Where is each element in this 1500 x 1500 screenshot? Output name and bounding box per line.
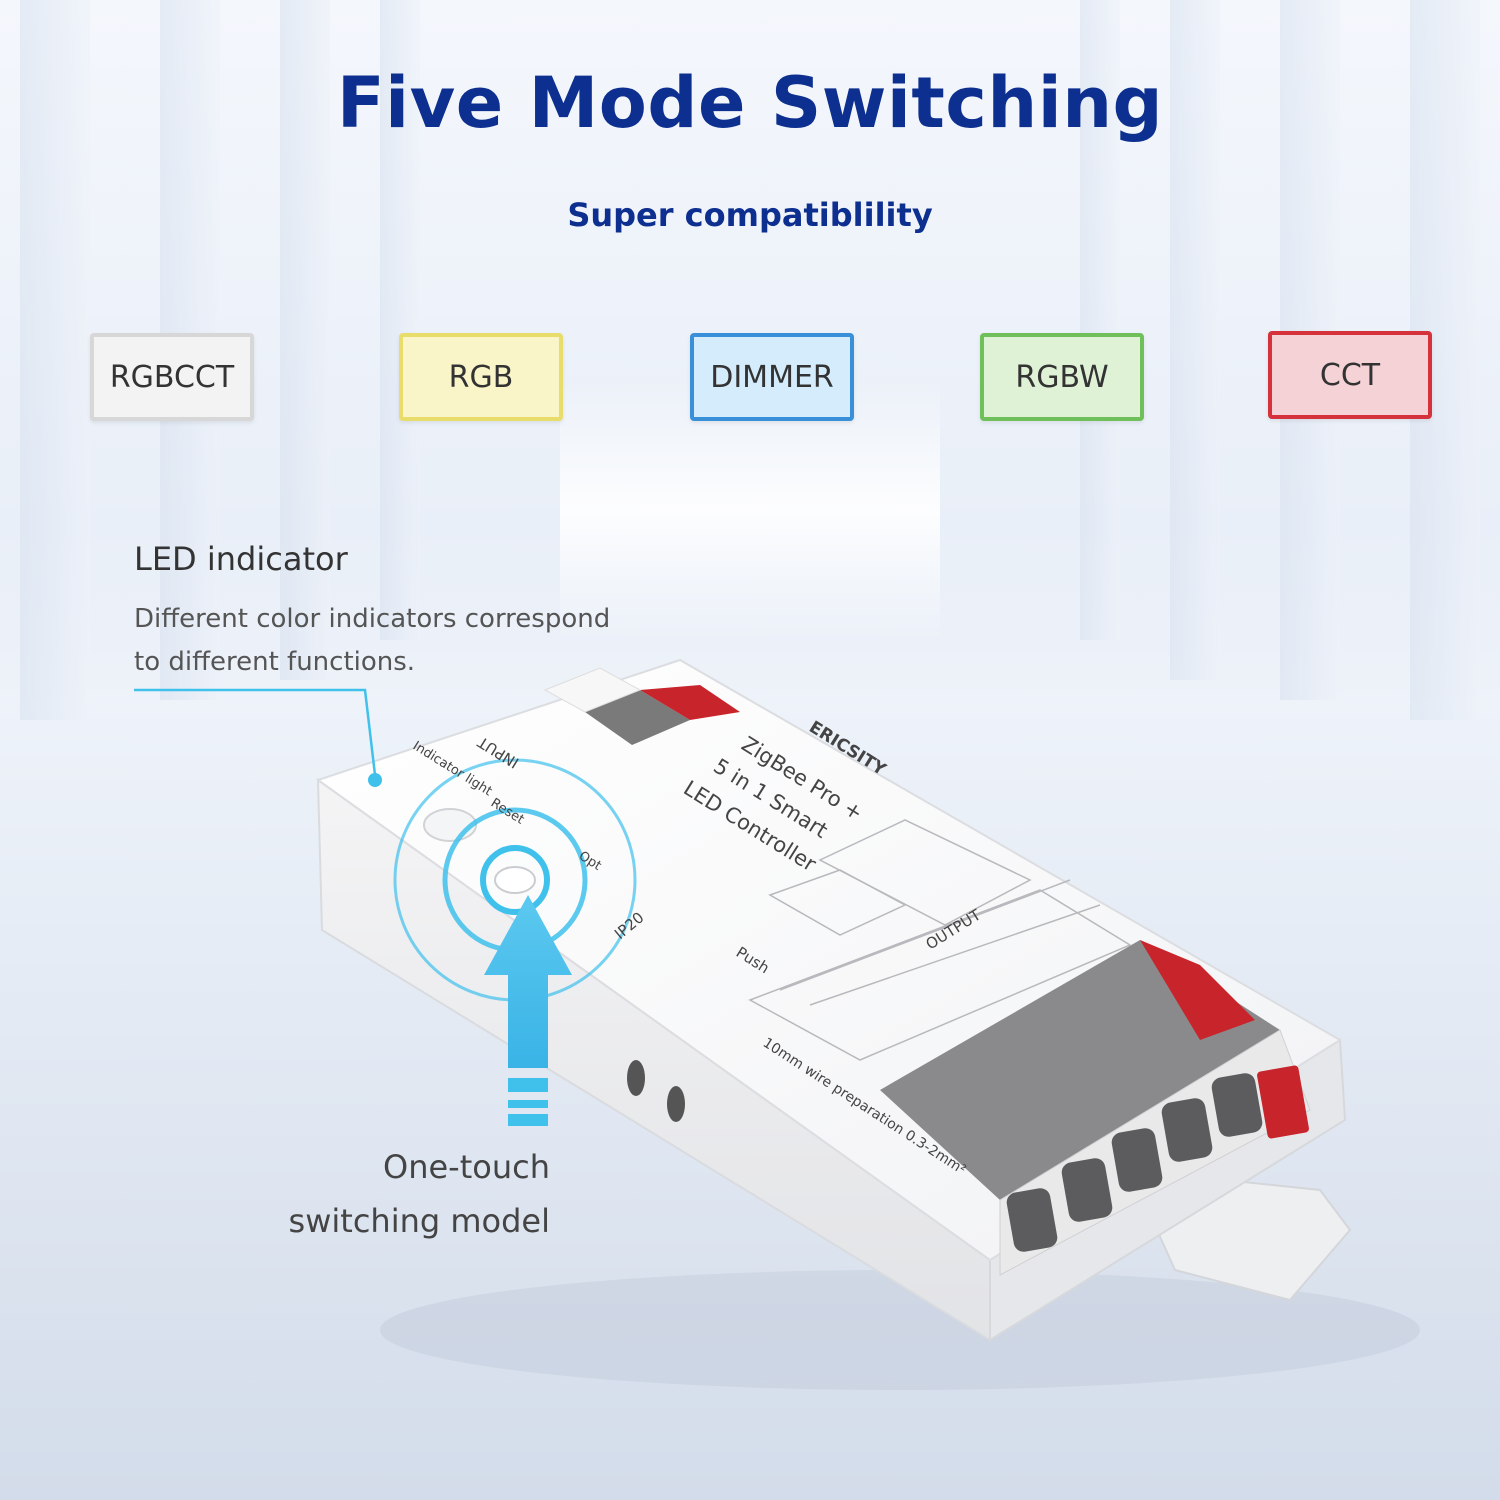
mode-label: RGB [448, 359, 514, 395]
one-touch-line: One-touch [383, 1148, 550, 1186]
mode-label: DIMMER [710, 359, 834, 395]
mode-badge-rgb: RGB [399, 333, 563, 421]
led-indicator-title: LED indicator [134, 540, 348, 578]
mode-label: CCT [1319, 357, 1381, 393]
led-desc-line: Different color indicators correspond [134, 604, 611, 634]
one-touch-label: One-touch switching model [289, 1140, 550, 1248]
page-title: Five Mode Switching [336, 62, 1164, 144]
mode-badge-rgbw: RGBW [980, 333, 1144, 421]
mode-badge-cct: CCT [1268, 331, 1432, 419]
mode-label: RGBW [1015, 359, 1109, 395]
led-desc-line: to different functions. [134, 647, 416, 677]
one-touch-line: switching model [288, 1202, 550, 1240]
mode-label: RGBCCT [109, 359, 235, 395]
mode-badge-dimmer: DIMMER [690, 333, 854, 421]
mode-badge-rgbcct: RGBCCT [90, 333, 254, 421]
led-indicator-description: Different color indicators correspond to… [134, 598, 654, 684]
page-subtitle: Super compatiblility [567, 196, 933, 234]
